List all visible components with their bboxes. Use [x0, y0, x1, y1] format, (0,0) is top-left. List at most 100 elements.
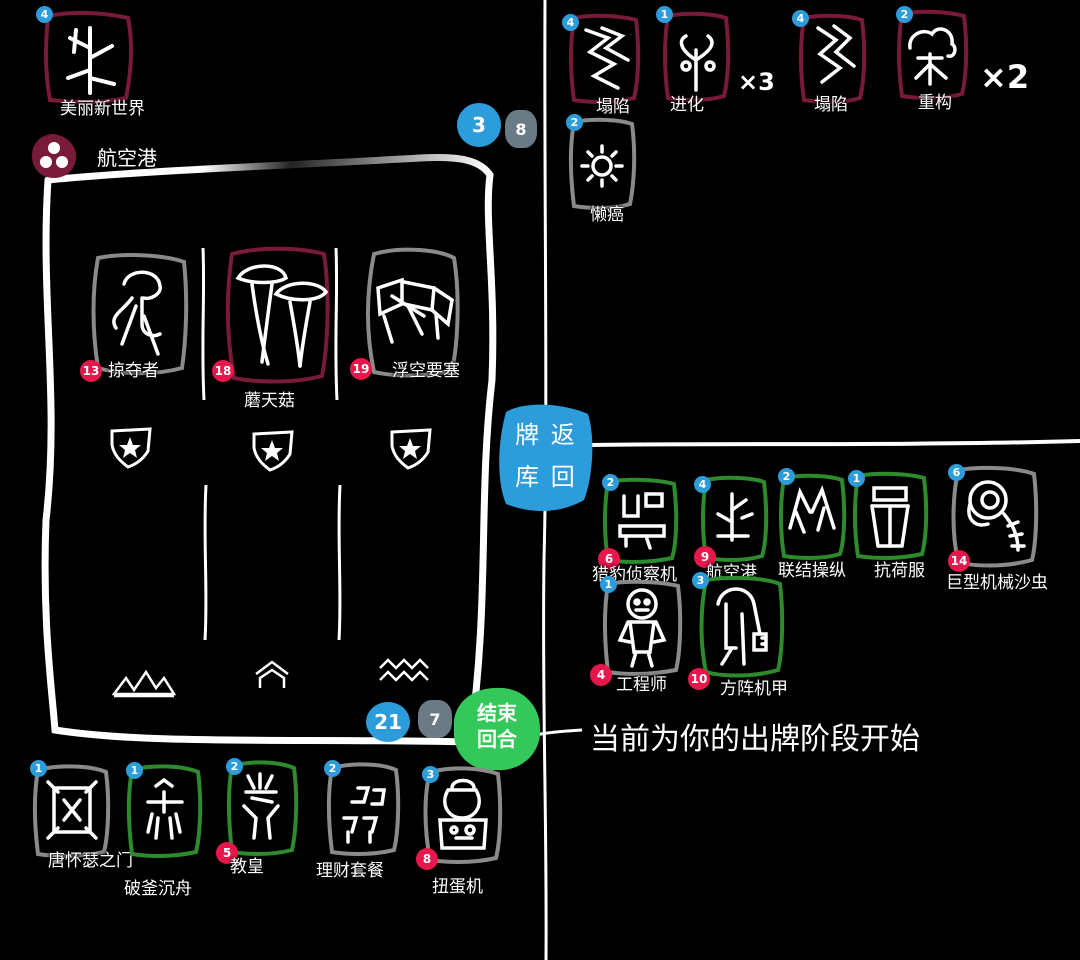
end-turn-line2: 回合	[477, 727, 517, 751]
active-card-lazy[interactable]: 2 懒癌	[566, 114, 638, 225]
card-label: 塌陷	[596, 97, 630, 117]
energy-counter: 3	[457, 103, 501, 147]
power-badge: 10	[688, 668, 710, 690]
power-badge: 8	[416, 848, 438, 870]
card-label: 浮空要塞	[392, 361, 460, 381]
power-badge: 13	[80, 360, 102, 382]
card-label: 懒癌	[590, 205, 624, 225]
card-label: 联结操纵	[778, 561, 846, 581]
cost-badge: 3	[422, 766, 439, 783]
power-badge: 4	[590, 664, 612, 686]
board-deck-counter: 7	[418, 700, 452, 738]
card-label: 抗荷服	[874, 561, 925, 581]
return-deck-button[interactable]: 牌 返 库 回	[496, 400, 596, 516]
jellyfish-icon	[112, 270, 162, 356]
shop-card-sandworm[interactable]: 6 14 巨型机械沙虫	[946, 464, 1048, 593]
cloud-burst-icon	[908, 27, 957, 86]
board-energy-counter: 21	[366, 702, 410, 742]
hand-card-pope[interactable]: 2 5 教皇	[216, 758, 300, 877]
waves-icon	[378, 656, 434, 686]
cost-badge: 2	[566, 114, 583, 131]
card-label: 美丽新世界	[60, 99, 145, 119]
card-label: 巨型机械沙虫	[946, 573, 1048, 593]
board-card-sky-fortress[interactable]: 19 浮空要塞	[350, 244, 462, 381]
gate-icon	[46, 780, 98, 840]
cost-badge: 2	[226, 758, 243, 775]
active-card-collapse-2[interactable]: 4 塌陷	[792, 10, 868, 115]
fortress-icon	[376, 277, 454, 344]
cost-badge: 2	[896, 6, 913, 23]
cost-badge: 1	[600, 576, 617, 593]
power-badge: 18	[212, 360, 234, 382]
hand-card-tannhauser-gate[interactable]: 1 唐怀瑟之门	[30, 760, 133, 871]
suit-icon	[870, 486, 910, 548]
power-badge: 14	[948, 550, 970, 572]
cost-badge: 1	[126, 762, 143, 779]
power-badge: 9	[694, 546, 716, 568]
board-card-mushroom[interactable]: 18 蘑天菇	[212, 244, 334, 411]
return-deck-line1: 牌 返	[515, 421, 577, 449]
scout-drone-icon	[618, 492, 666, 550]
tree-icon	[66, 26, 116, 95]
mushroom-icon	[235, 264, 329, 368]
fan-icon	[40, 142, 68, 168]
cost-badge: 2	[602, 474, 619, 491]
power-badge: 19	[350, 358, 372, 380]
cost-badge: 2	[778, 468, 795, 485]
chevron-up-icon	[252, 656, 292, 690]
shop-card-engineer[interactable]: 1 4 工程师	[590, 576, 684, 695]
mountains-icon	[111, 664, 177, 700]
card-label: 唐怀瑟之门	[48, 851, 133, 871]
shop-card-airport[interactable]: 4 9 航空港	[694, 474, 770, 583]
card-label: 理财套餐	[316, 861, 384, 881]
cost-badge: 3	[692, 572, 709, 589]
return-deck-line2: 库 回	[515, 463, 577, 491]
mech-icon	[716, 587, 768, 666]
card-brave-new-world[interactable]: 4 美丽新世界	[36, 6, 145, 119]
card-label: 破釜沉舟	[124, 879, 192, 899]
shop-card-link-control[interactable]: 2 联结操纵	[776, 468, 848, 581]
active-card-collapse-1[interactable]: 4 塌陷	[562, 12, 642, 117]
shop-card-cheetah-scout[interactable]: 2 6 猎豹侦察机	[592, 474, 680, 585]
card-label: 教皇	[230, 857, 264, 877]
cost-badge: 4	[36, 6, 53, 23]
cost-badge: 2	[324, 760, 341, 777]
engineer-icon	[617, 588, 667, 668]
location-name: 航空港	[97, 146, 157, 170]
power-badge: 6	[598, 548, 620, 570]
evolve-multiplier: ×3	[738, 68, 775, 96]
active-card-restructure[interactable]: 2 重构	[894, 6, 970, 113]
shop-card-phalanx-mech[interactable]: 3 10 方阵机甲	[688, 572, 788, 699]
zigzag-icon	[584, 26, 630, 90]
card-label: 工程师	[616, 675, 667, 695]
figure-icon	[146, 777, 184, 840]
puppet-strings-icon	[788, 485, 836, 534]
end-turn-button[interactable]: 结束 回合	[450, 684, 544, 774]
restructure-multiplier: ×2	[980, 58, 1030, 96]
star-shield-icon	[388, 426, 434, 470]
star-shield-icon	[250, 428, 296, 472]
card-label: 掠夺者	[108, 361, 159, 381]
cost-badge: 4	[694, 476, 711, 493]
board-card-looter[interactable]: 13 掠夺者	[80, 250, 192, 382]
hand-card-burn-boats[interactable]: 1 破釜沉舟	[124, 762, 206, 899]
crown-icon	[242, 772, 280, 840]
sun-icon	[580, 144, 624, 188]
phase-hint: 当前为你的出牌阶段开始	[590, 722, 920, 757]
card-label: 重构	[918, 93, 952, 113]
location-icon[interactable]	[30, 132, 78, 180]
tables-icon	[342, 786, 387, 844]
hand-card-gacha-machine[interactable]: 3 8 扭蛋机	[416, 764, 504, 897]
sandworm-icon	[967, 480, 1026, 552]
card-label: 方阵机甲	[720, 679, 788, 699]
card-label: 蘑天菇	[244, 391, 295, 411]
sprout-icon	[679, 34, 716, 92]
gacha-icon	[438, 778, 488, 850]
shop-card-g-suit[interactable]: 1 抗荷服	[848, 470, 930, 581]
power-badge: 5	[216, 842, 238, 864]
zigzag-icon	[816, 24, 856, 84]
end-turn-line1: 结束	[477, 701, 517, 725]
active-card-evolve[interactable]: 1 进化	[656, 6, 732, 115]
hand-card-finance-package[interactable]: 2 理财套餐	[316, 760, 404, 881]
